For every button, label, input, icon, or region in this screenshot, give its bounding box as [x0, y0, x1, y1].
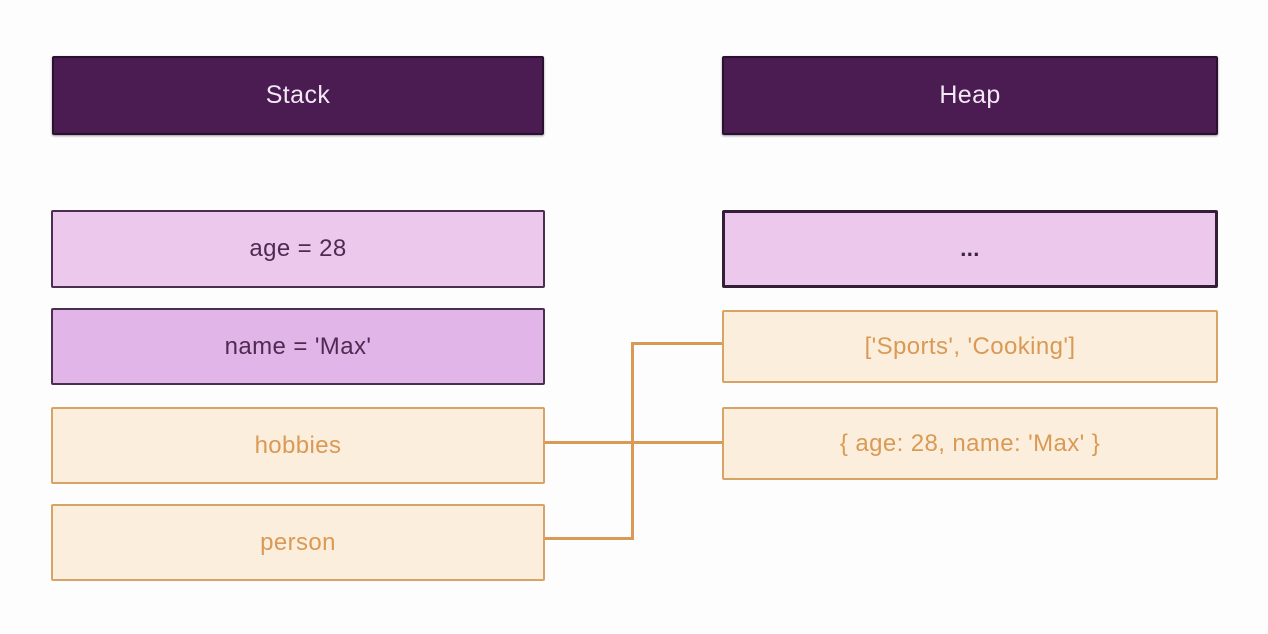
- heap-item-hobbies-array: ['Sports', 'Cooking']: [722, 310, 1218, 383]
- stack-item-age: age = 28: [51, 210, 545, 288]
- stack-item-person: person: [51, 504, 545, 581]
- stack-item-name: name = 'Max': [51, 308, 545, 385]
- stack-column-header: Stack: [52, 56, 544, 135]
- heap-item-person-object: { age: 28, name: 'Max' }: [722, 407, 1218, 480]
- heap-item-ellipsis: ...: [722, 210, 1218, 288]
- heap-column-header: Heap: [722, 56, 1218, 135]
- stack-item-hobbies: hobbies: [51, 407, 545, 484]
- connector-to-sports-array-segment: [631, 342, 722, 345]
- connector-vertical-segment: [631, 342, 634, 540]
- connector-person-horizontal-segment: [545, 537, 634, 540]
